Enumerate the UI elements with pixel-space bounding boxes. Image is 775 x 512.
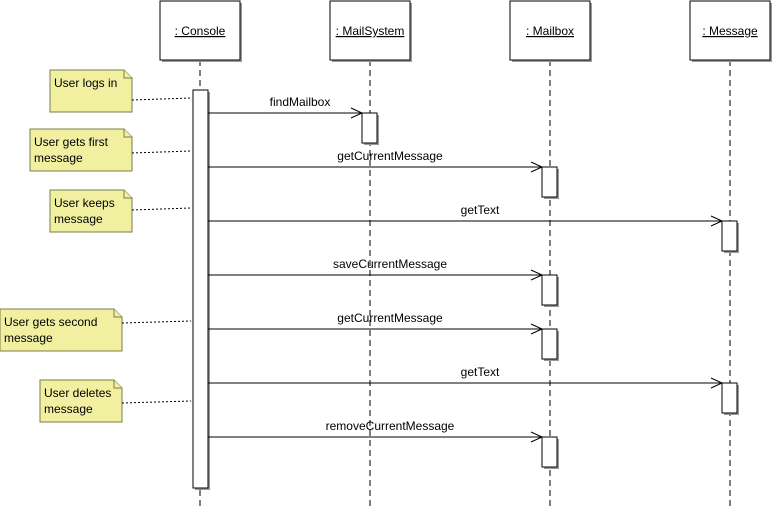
message-label: getText — [461, 203, 500, 217]
note-connector — [121, 320, 192, 324]
note-box — [29, 128, 133, 172]
arrowhead-icon — [350, 107, 364, 119]
note-text: User gets first — [34, 135, 109, 149]
message-label: saveCurrentMessage — [333, 257, 447, 271]
note-fold — [123, 190, 132, 199]
message-label: getCurrentMessage — [337, 149, 443, 163]
note-5: User deletes message — [39, 379, 192, 423]
note-box — [49, 69, 133, 113]
message-3: getText — [208, 203, 739, 253]
note-connector — [131, 97, 192, 101]
message-6: getText — [208, 365, 739, 415]
lifeline-mailbox: : Mailbox — [509, 0, 592, 510]
note-1: User logs in — [49, 69, 192, 113]
note-box — [0, 308, 123, 352]
message-label: getText — [461, 365, 500, 379]
message-1: findMailbox — [208, 95, 379, 145]
arrowhead-icon — [710, 377, 724, 389]
note-text: message — [54, 212, 103, 226]
message-label: removeCurrentMessage — [326, 419, 455, 433]
note-text: User gets second — [4, 315, 97, 329]
activation-bar-console — [192, 89, 209, 489]
note-text: message — [34, 151, 83, 165]
lifeline-mailsystem: : MailSystem — [329, 0, 412, 510]
lifeline-head — [689, 0, 771, 61]
arrowhead-icon — [530, 269, 544, 281]
note-fold — [113, 309, 122, 318]
note-fold — [113, 380, 122, 389]
activation-bar — [721, 220, 738, 252]
arrowhead-icon — [710, 215, 724, 227]
activation-bar — [541, 166, 558, 198]
note-connector — [131, 207, 192, 211]
note-connector — [121, 400, 192, 404]
note-fold — [123, 70, 132, 79]
message-2: getCurrentMessage — [208, 149, 559, 199]
message-5: getCurrentMessage — [208, 311, 559, 361]
activation-bar — [541, 328, 558, 360]
note-text: message — [44, 402, 93, 416]
lifeline-head — [159, 0, 241, 61]
lifeline-label: : Console — [175, 24, 226, 38]
message-label: findMailbox — [270, 95, 331, 109]
message-7: removeCurrentMessage — [208, 419, 559, 469]
lifeline-head — [509, 0, 591, 61]
lifeline-label: : Message — [702, 24, 758, 38]
arrowhead-icon — [530, 323, 544, 335]
note-4: User gets second message — [0, 308, 192, 352]
activation-bar — [541, 274, 558, 306]
arrowhead-icon — [530, 161, 544, 173]
lifeline-console: : Console — [159, 0, 242, 510]
note-2: User gets first message — [29, 128, 192, 172]
message-label: getCurrentMessage — [337, 311, 443, 325]
lifeline-label: : Mailbox — [526, 24, 574, 38]
note-box — [49, 189, 133, 233]
activation-bar — [361, 112, 378, 144]
lifeline-label: : MailSystem — [336, 24, 405, 38]
note-fold — [123, 129, 132, 138]
message-4: saveCurrentMessage — [208, 257, 559, 307]
note-text: message — [4, 331, 53, 345]
note-text: User keeps — [54, 196, 115, 210]
note-text: User logs in — [54, 76, 117, 90]
note-3: User keeps message — [49, 189, 192, 233]
activation-bar — [541, 436, 558, 468]
note-connector — [131, 150, 192, 154]
lifeline-message: : Message — [689, 0, 772, 510]
arrowhead-icon — [530, 431, 544, 443]
note-box — [39, 379, 123, 423]
activation-bar — [721, 382, 738, 414]
lifeline-head — [329, 0, 411, 61]
note-text: User deletes — [44, 386, 111, 400]
